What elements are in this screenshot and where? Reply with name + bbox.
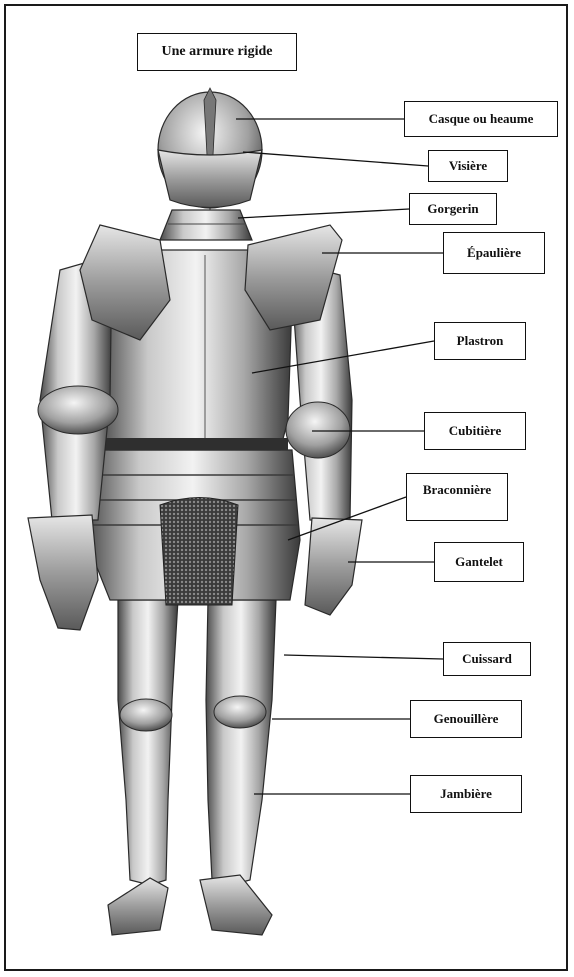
diagram-title: Une armure rigide	[137, 33, 297, 71]
leader-cuissard	[284, 655, 443, 659]
leader-gorgerin	[238, 209, 409, 218]
leader-visiere	[243, 152, 428, 166]
label-cuissard: Cuissard	[443, 642, 531, 676]
label-casque: Casque ou heaume	[404, 101, 558, 137]
label-gantelet: Gantelet	[434, 542, 524, 582]
label-plastron: Plastron	[434, 322, 526, 360]
label-cubitiere: Cubitière	[424, 412, 526, 450]
gorgerin-gorget	[160, 210, 252, 240]
left-leg	[108, 600, 178, 935]
helmet	[158, 88, 262, 210]
label-genouillere: Genouillère	[410, 700, 522, 738]
braconniere-skirt	[86, 450, 300, 605]
label-jambiere: Jambière	[410, 775, 522, 813]
label-braconniere: Braconnière	[406, 473, 508, 521]
label-gorgerin: Gorgerin	[409, 193, 497, 225]
right-leg	[200, 600, 276, 935]
label-visiere: Visière	[428, 150, 508, 182]
label-epauliere: Épaulière	[443, 232, 545, 274]
